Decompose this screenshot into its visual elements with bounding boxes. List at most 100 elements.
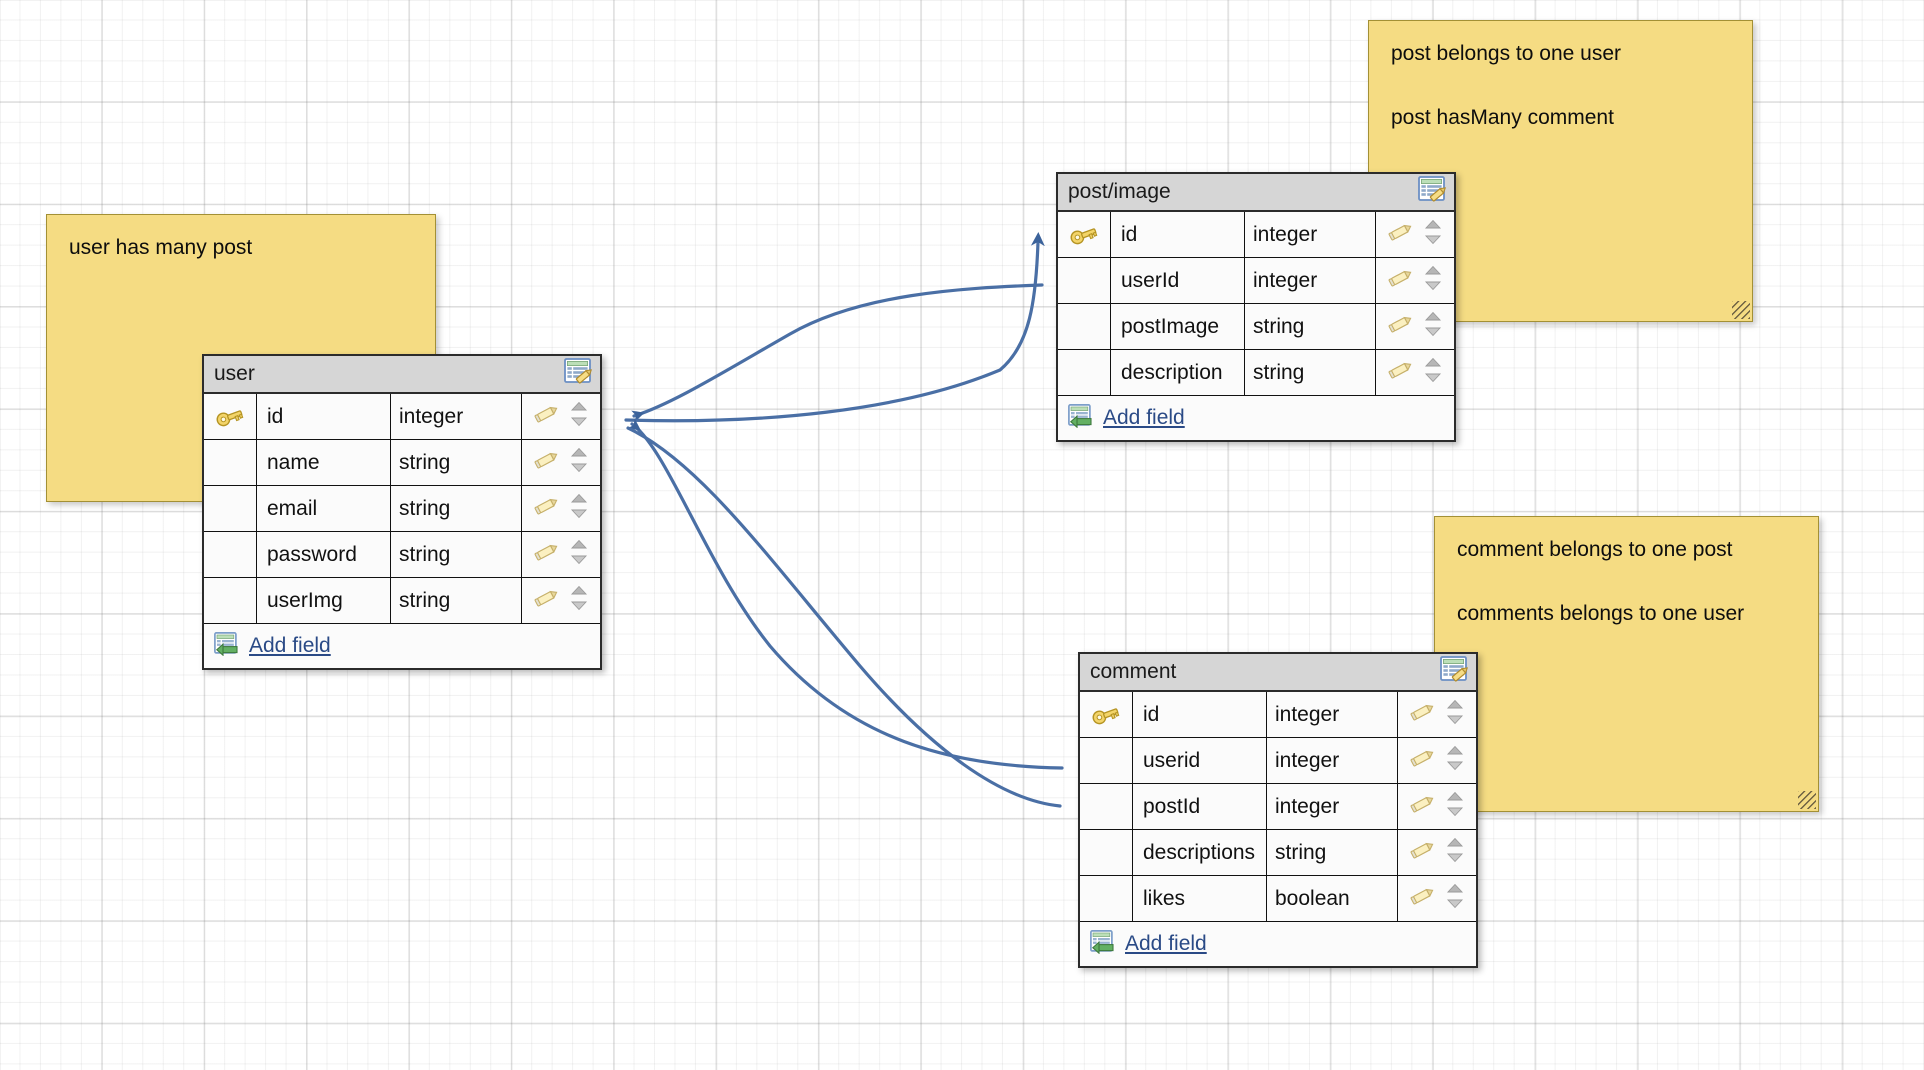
field-name[interactable]: likes [1133, 876, 1267, 921]
spinner-icon[interactable] [1423, 357, 1443, 388]
entity-header[interactable]: comment [1080, 654, 1476, 692]
spinner-icon[interactable] [569, 447, 589, 478]
spinner-icon[interactable] [1445, 837, 1465, 868]
pencil-icon[interactable] [1387, 222, 1413, 247]
pencil-icon[interactable] [533, 496, 559, 521]
spinner-icon[interactable] [569, 539, 589, 570]
add-field-row[interactable]: Add field [204, 624, 600, 668]
spinner-icon[interactable] [1445, 883, 1465, 914]
key-cell-empty [1058, 258, 1111, 303]
sticky-note-line: comment belongs to one post [1457, 538, 1733, 561]
field-name[interactable]: userid [1133, 738, 1267, 783]
pencil-icon[interactable] [1409, 794, 1435, 819]
pencil-icon[interactable] [533, 542, 559, 567]
spinner-icon[interactable] [1423, 311, 1443, 342]
field-type[interactable]: string [1267, 830, 1398, 875]
sticky-note-line: post belongs to one user [1391, 42, 1621, 65]
pencil-icon[interactable] [533, 404, 559, 429]
add-field-row[interactable]: Add field [1058, 396, 1454, 440]
pencil-icon[interactable] [1409, 840, 1435, 865]
spinner-icon[interactable] [1423, 265, 1443, 296]
add-field-link[interactable]: Add field [249, 634, 331, 657]
field-name[interactable]: password [257, 532, 391, 577]
add-field-row[interactable]: Add field [1080, 922, 1476, 966]
entity-header[interactable]: post/image [1058, 174, 1454, 212]
field-tools [1376, 258, 1454, 303]
field-type[interactable]: integer [391, 394, 522, 439]
pencil-icon[interactable] [1409, 702, 1435, 727]
field-type[interactable]: integer [1267, 784, 1398, 829]
spinner-icon[interactable] [1445, 699, 1465, 730]
field-name[interactable]: email [257, 486, 391, 531]
table-edit-icon[interactable] [1440, 655, 1470, 689]
field-type[interactable]: string [391, 486, 522, 531]
pencil-icon[interactable] [1387, 314, 1413, 339]
spinner-icon[interactable] [1445, 745, 1465, 776]
field-type[interactable]: integer [1267, 738, 1398, 783]
add-field-link[interactable]: Add field [1125, 932, 1207, 955]
spinner-icon[interactable] [1423, 219, 1443, 250]
field-name[interactable]: descriptions [1133, 830, 1267, 875]
table-edit-icon[interactable] [1418, 175, 1448, 209]
field-name[interactable]: postId [1133, 784, 1267, 829]
field-type[interactable]: integer [1245, 258, 1376, 303]
field-name[interactable]: id [1133, 692, 1267, 737]
spinner-icon[interactable] [1445, 791, 1465, 822]
field-type[interactable]: integer [1267, 692, 1398, 737]
field-type[interactable]: boolean [1267, 876, 1398, 921]
field-type[interactable]: integer [1245, 212, 1376, 257]
pencil-icon[interactable] [1387, 268, 1413, 293]
field-type[interactable]: string [391, 440, 522, 485]
add-field-icon[interactable] [1068, 403, 1094, 433]
field-name[interactable]: id [257, 394, 391, 439]
spinner-icon[interactable] [569, 585, 589, 616]
field-name[interactable]: description [1111, 350, 1245, 395]
field-type[interactable]: string [1245, 304, 1376, 349]
field-name[interactable]: postImage [1111, 304, 1245, 349]
pencil-icon[interactable] [533, 450, 559, 475]
add-field-icon[interactable] [1090, 929, 1116, 959]
field-type[interactable]: string [391, 532, 522, 577]
pencil-icon[interactable] [1409, 886, 1435, 911]
resize-grip-icon[interactable] [1732, 301, 1750, 319]
add-field-icon[interactable] [214, 631, 240, 661]
table-edit-icon[interactable] [564, 357, 594, 391]
field-type[interactable]: string [391, 578, 522, 623]
pencil-icon[interactable] [533, 588, 559, 613]
add-field-link[interactable]: Add field [1103, 406, 1185, 429]
spinner-icon[interactable] [569, 493, 589, 524]
field-tools [522, 394, 600, 439]
field-type[interactable]: string [1245, 350, 1376, 395]
field-name[interactable]: userId [1111, 258, 1245, 303]
pencil-icon[interactable] [1409, 748, 1435, 773]
field-name[interactable]: id [1111, 212, 1245, 257]
pencil-icon[interactable] [1387, 360, 1413, 385]
entity-header[interactable]: user [204, 356, 600, 394]
field-name[interactable]: userImg [257, 578, 391, 623]
key-cell-empty [1058, 304, 1111, 349]
field-name[interactable]: name [257, 440, 391, 485]
resize-grip-icon[interactable] [1798, 791, 1816, 809]
field-tools [522, 578, 600, 623]
spinner-icon[interactable] [569, 401, 589, 432]
